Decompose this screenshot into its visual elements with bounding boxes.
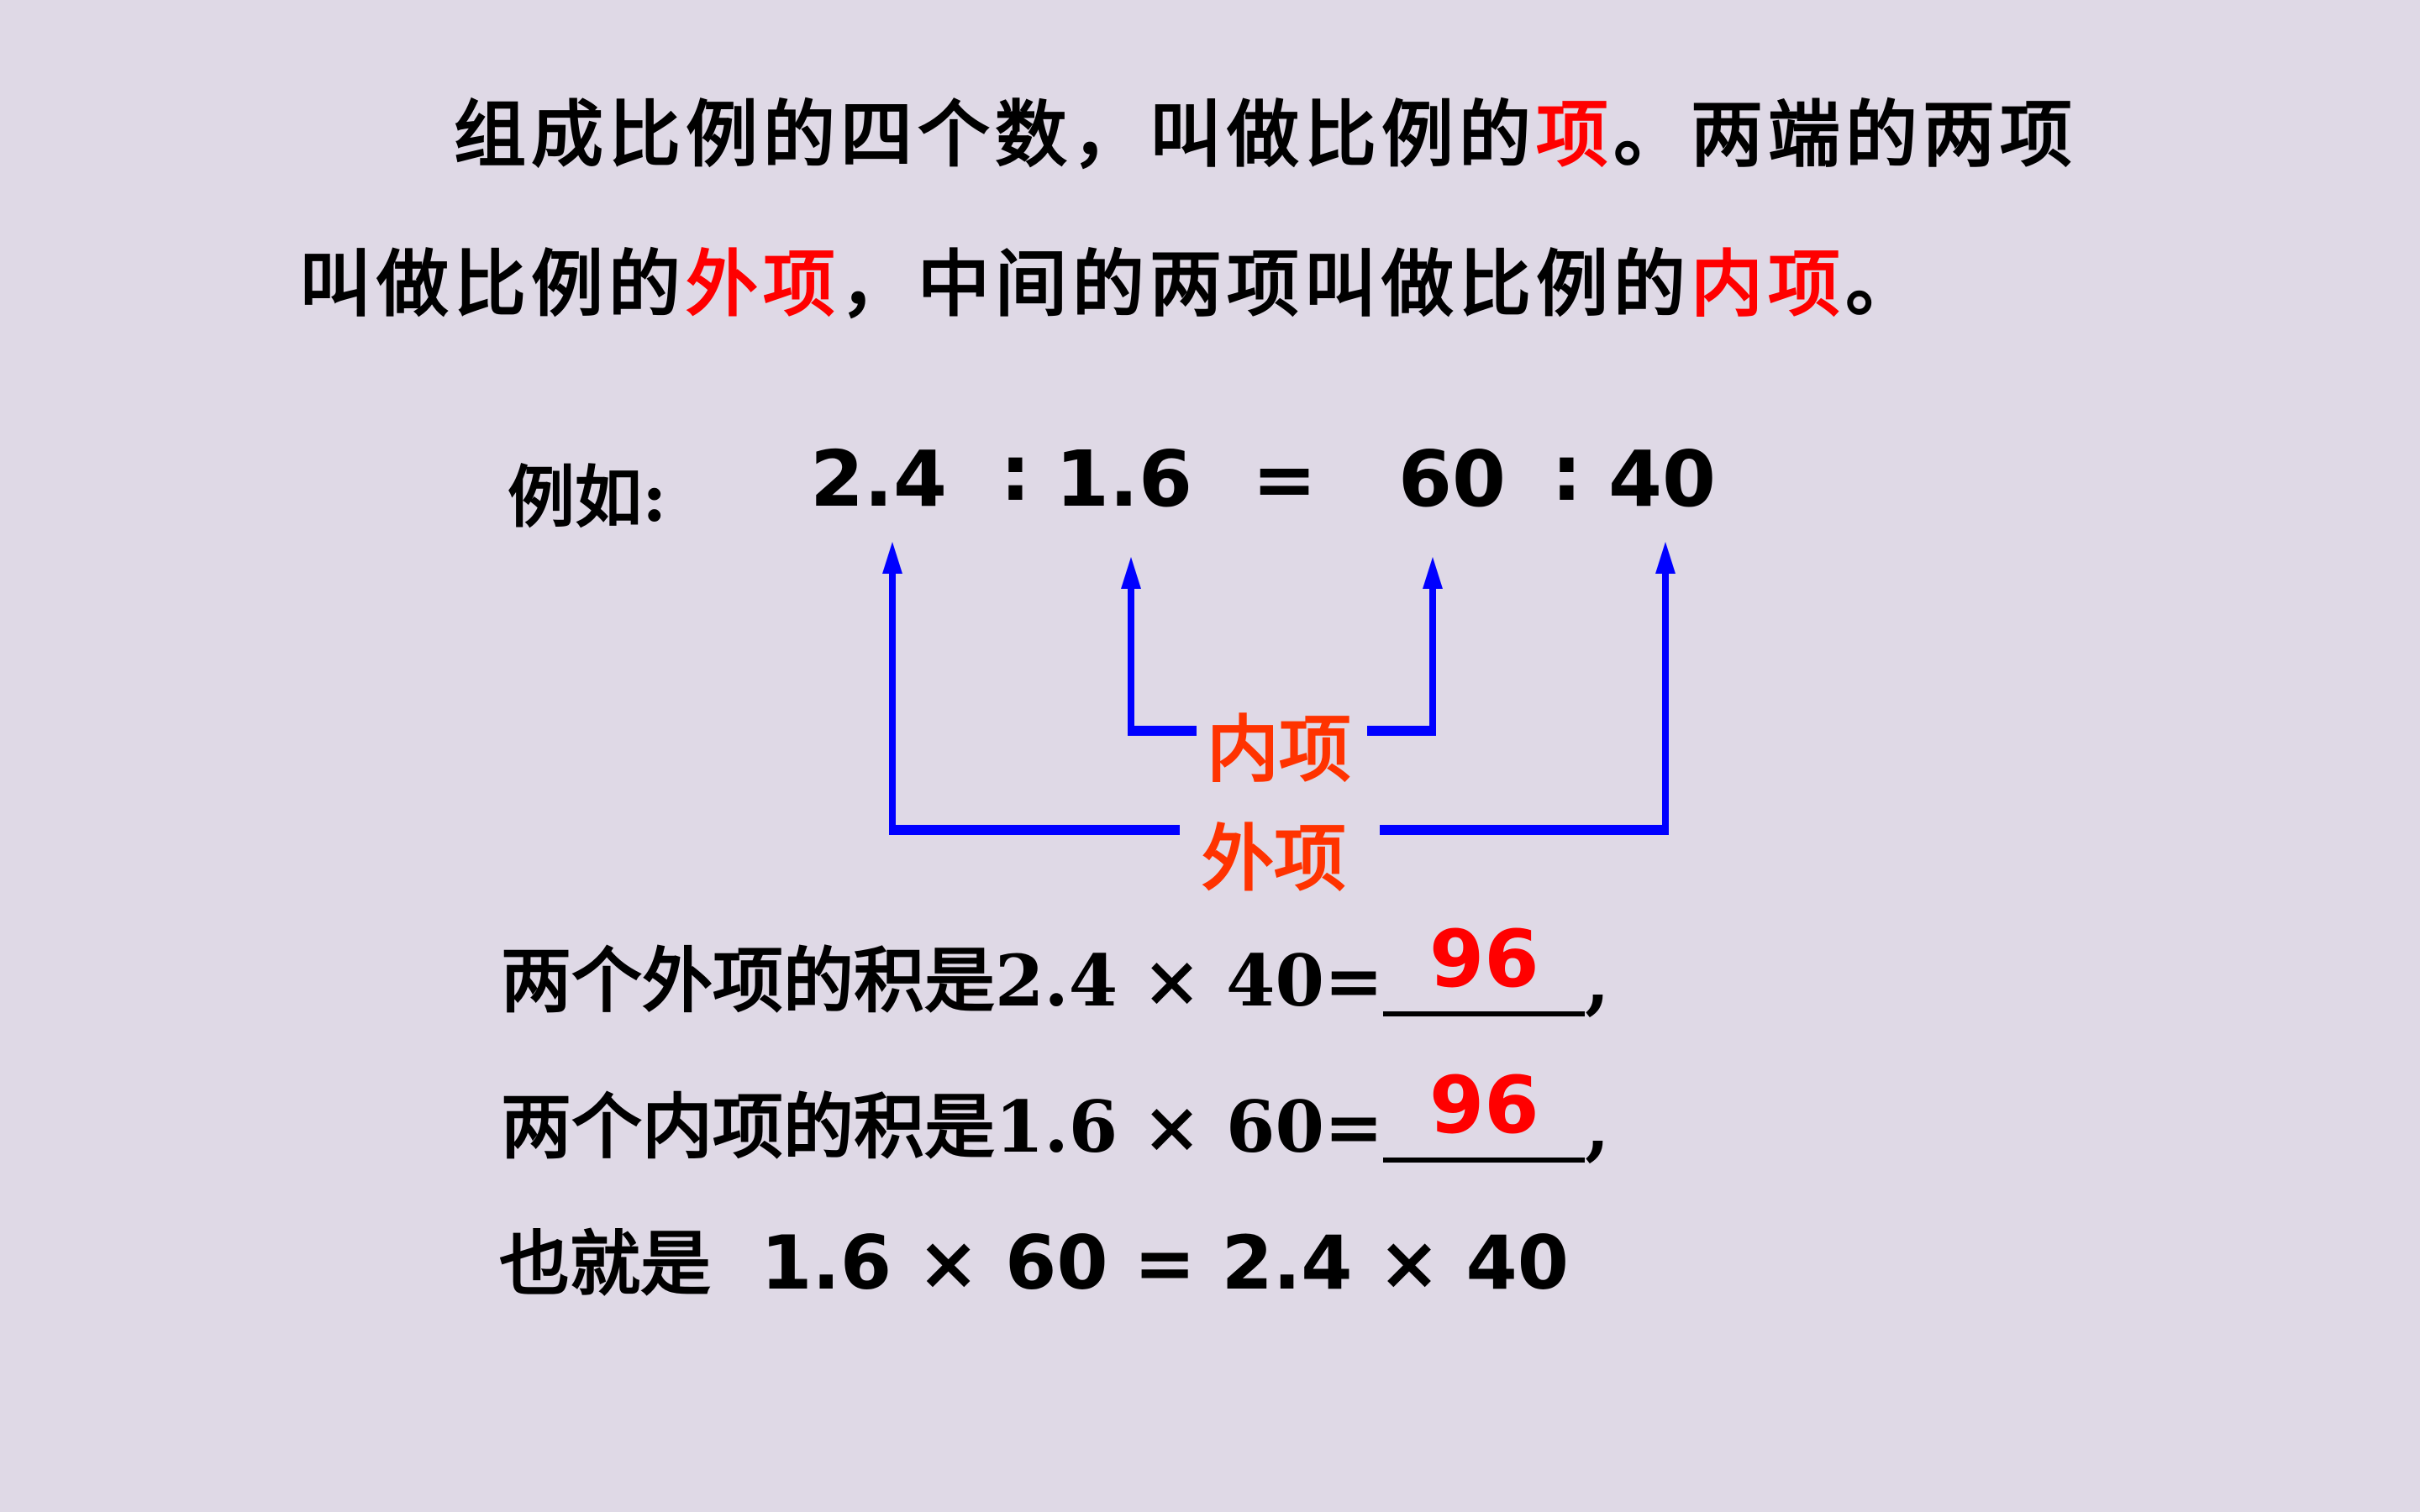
definition-text: ，中间的两项叫做比例的 xyxy=(840,242,1691,327)
arrow-up-icon xyxy=(1423,557,1443,589)
term-4: 40 xyxy=(1608,434,1717,524)
inner-right-stem xyxy=(1429,586,1436,731)
arrow-heads xyxy=(882,542,1676,589)
inner-product-text: 两个内项的积是1.6 × 60= xyxy=(501,1085,1384,1168)
definition-text: 叫做比例的 xyxy=(299,242,686,327)
conclusion-line: 也就是 1.6 × 60 = 2.4 × 40 xyxy=(499,1226,1569,1300)
outer-left-bar xyxy=(889,825,1180,835)
conclusion-equation: 1.6 × 60 = 2.4 × 40 xyxy=(760,1220,1569,1306)
inner-right-bar xyxy=(1367,726,1436,736)
inner-left-stem xyxy=(1128,586,1134,731)
term-1: 2.4 xyxy=(810,434,947,524)
ratio-sign-2: : xyxy=(1551,428,1582,518)
outer-left-stem xyxy=(889,571,896,832)
definition-line-1: 组成比例的四个数，叫做比例的项。两端的两项 xyxy=(454,99,2077,171)
term-highlight: 项 xyxy=(1536,92,1613,177)
conclusion-prefix: 也就是 xyxy=(499,1222,712,1305)
answer-blank: 96 xyxy=(1383,921,1586,1016)
ratio-sign-1: : xyxy=(1000,428,1031,518)
example-label: 例如: xyxy=(508,458,667,537)
arrow-up-icon xyxy=(1121,557,1141,589)
term-2: 1.6 xyxy=(1055,434,1192,524)
definition-text: 组成比例的四个数，叫做比例的 xyxy=(454,92,1536,177)
inner-terms-label: 内项 xyxy=(1207,707,1351,792)
punctuation: , xyxy=(1585,939,1610,1022)
outer-terms-label: 外项 xyxy=(1202,816,1346,901)
answer-blank: 96 xyxy=(1383,1067,1586,1163)
term-3: 60 xyxy=(1398,434,1507,524)
outer-product-line: 两个外项的积是2.4 × 40=96, xyxy=(501,921,1610,1016)
inner-left-bar xyxy=(1128,726,1197,736)
arrow-up-icon xyxy=(882,542,902,574)
inner-product-line: 两个内项的积是1.6 × 60=96, xyxy=(501,1067,1610,1163)
outer-product-text: 两个外项的积是2.4 × 40= xyxy=(501,939,1384,1022)
outer-product-answer: 96 xyxy=(1428,914,1539,1005)
outer-right-stem xyxy=(1662,571,1669,832)
punctuation: , xyxy=(1585,1085,1610,1168)
definition-text: 。 xyxy=(1845,242,1923,327)
definition-text: 。两端的两项 xyxy=(1613,92,2077,177)
inner-product-answer: 96 xyxy=(1428,1060,1539,1152)
outer-right-bar xyxy=(1380,825,1669,835)
outer-term-highlight: 外项 xyxy=(686,242,840,327)
inner-term-highlight: 内项 xyxy=(1691,242,1845,327)
definition-line-2: 叫做比例的外项，中间的两项叫做比例的内项。 xyxy=(299,249,1923,321)
equals-sign: = xyxy=(1252,434,1318,524)
arrow-up-icon xyxy=(1655,542,1676,574)
